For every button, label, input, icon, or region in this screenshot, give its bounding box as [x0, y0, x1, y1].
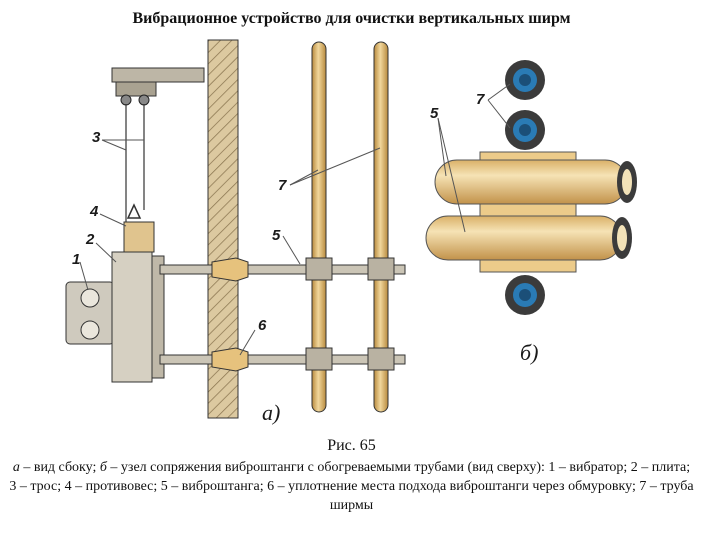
diagram: 1 2 3 4 5 6 7 а) — [65, 39, 637, 425]
counterweight — [123, 221, 155, 253]
page-title: Вибрационное устройство для очистки верт… — [132, 10, 571, 27]
beam — [111, 67, 205, 83]
hook-icon — [126, 203, 142, 219]
caption-a-text: – вид сбоку; — [19, 460, 100, 475]
label-1: 1 — [72, 251, 80, 268]
caption-rest: – узел сопряжения виброштанги с обогрева… — [9, 460, 694, 513]
screen-tube — [373, 41, 389, 413]
figure-number: Рис. 65 — [327, 437, 376, 454]
pipe-section-bottom — [505, 275, 545, 315]
rod-clamp — [305, 347, 333, 371]
label-6: 6 — [258, 317, 267, 334]
beam-bracket — [115, 81, 157, 97]
label-7b: 7 — [476, 91, 485, 108]
vibro-rod-upper — [159, 264, 406, 275]
seal-upper — [211, 257, 249, 282]
top-view-rod — [434, 159, 628, 205]
top-view: 5 7 б) — [425, 60, 637, 365]
screen-tube — [311, 41, 327, 413]
rod-clamp — [367, 257, 395, 281]
label-7a: 7 — [278, 177, 287, 194]
caption-a-letter: а — [12, 460, 20, 475]
pipe-section-top — [505, 110, 545, 150]
subfigure-a-label: а) — [262, 400, 280, 425]
vibro-rod-lower — [159, 354, 406, 365]
caption-b-letter: б — [99, 460, 107, 475]
pulley-icon — [138, 94, 150, 106]
label-3: 3 — [92, 129, 101, 146]
top-view-rod — [425, 215, 623, 261]
rod-clamp — [367, 347, 395, 371]
label-5a: 5 — [272, 227, 281, 244]
seal-lower — [211, 347, 249, 372]
rod-clamp — [305, 257, 333, 281]
vibrator-wheel — [80, 320, 100, 340]
plate-flange — [151, 255, 165, 379]
subfigure-b-label: б) — [520, 340, 538, 365]
figure-caption: а – вид сбоку; б – узел сопряжения вибро… — [8, 458, 695, 515]
pipe-section-top — [505, 60, 545, 100]
pulley-icon — [120, 94, 132, 106]
side-view: 1 2 3 4 5 6 7 а) — [65, 39, 406, 425]
plate — [111, 251, 153, 383]
label-2: 2 — [85, 231, 95, 248]
label-4: 4 — [89, 203, 99, 220]
vibrator-wheel — [80, 288, 100, 308]
label-5b: 5 — [430, 105, 439, 122]
